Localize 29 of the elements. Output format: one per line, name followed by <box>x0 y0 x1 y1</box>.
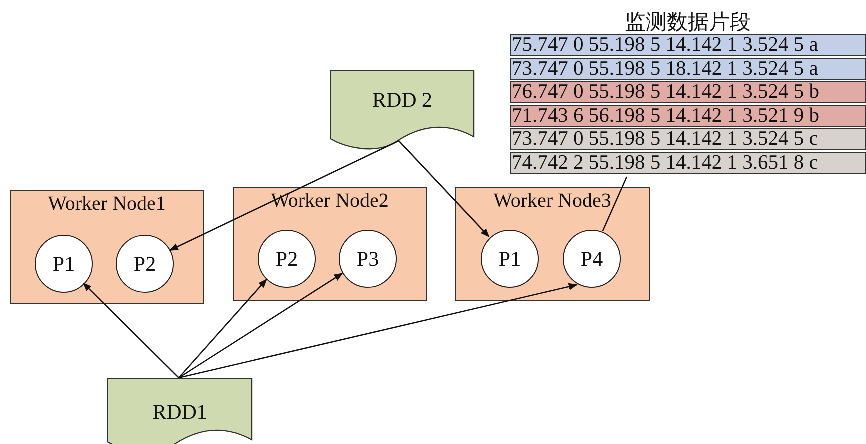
table-row: 73.747 0 55.198 5 18.142 1 3.524 5 a <box>510 58 866 80</box>
document-shape <box>330 70 475 150</box>
partition-circle: P1 <box>35 235 93 293</box>
worker-box <box>10 190 204 304</box>
table-row: 75.747 0 55.198 5 14.142 1 3.524 5 a <box>510 34 866 56</box>
table-row: 73.747 0 55.198 5 14.142 1 3.524 5 c <box>510 128 866 150</box>
arrow <box>178 278 268 378</box>
document-label: RDD 2 <box>371 88 434 113</box>
table-row: 74.742 2 55.198 5 14.142 1 3.651 8 c <box>510 152 866 174</box>
document-shape <box>107 378 253 444</box>
partition-circle: P1 <box>481 230 539 288</box>
arrow <box>178 283 578 379</box>
partition-circle: P3 <box>339 230 397 288</box>
partition-circle: P4 <box>563 230 621 288</box>
arrow <box>178 273 344 379</box>
table-row: 71.743 6 56.198 5 14.142 1 3.521 9 b <box>510 104 866 126</box>
document-label: RDD1 <box>152 400 208 425</box>
worker-label: Worker Node2 <box>270 190 390 213</box>
partition-circle: P2 <box>258 230 316 288</box>
table-row: 76.747 0 55.198 5 14.142 1 3.524 5 b <box>510 81 866 103</box>
worker-box <box>233 187 427 301</box>
table-title: 监测数据片段 <box>624 9 752 36</box>
partition-circle: P2 <box>116 235 174 293</box>
arrow <box>82 282 180 378</box>
worker-box <box>455 187 650 301</box>
arrow <box>169 140 400 252</box>
worker-label: Worker Node1 <box>47 193 167 216</box>
arrow <box>398 140 490 238</box>
worker-label: Worker Node3 <box>492 190 612 213</box>
